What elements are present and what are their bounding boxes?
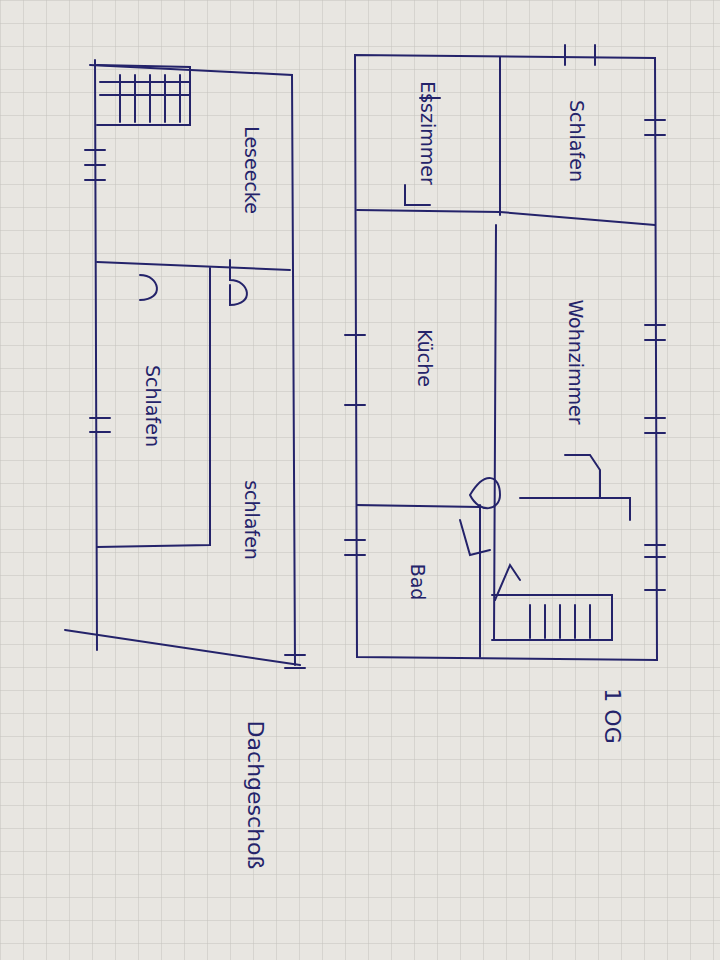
stairs: [492, 595, 612, 640]
stairs: [97, 65, 190, 125]
room-name: Schlafen: [143, 365, 164, 447]
window-mark: [345, 335, 365, 555]
wall: [97, 268, 210, 547]
floor-label: Dachgeschoß: [243, 721, 267, 870]
door-arc: [140, 275, 157, 300]
room: Schlafen: [502, 60, 652, 222]
window-mark: [285, 655, 305, 668]
walls: [65, 45, 665, 668]
wall: [357, 505, 480, 507]
outer-wall: [355, 55, 657, 660]
window-mark: [565, 45, 595, 65]
wall: [494, 225, 496, 640]
wall: [479, 505, 481, 657]
room: Wohnzimmer: [498, 228, 653, 496]
room: Esszimmer: [358, 58, 498, 208]
wall: [520, 498, 630, 520]
room: schlafen: [212, 380, 292, 660]
room: Küche: [358, 214, 492, 502]
door-arc: [460, 520, 490, 555]
outer-wall: [95, 60, 97, 650]
wall: [97, 262, 290, 270]
door-arc: [405, 185, 430, 205]
window-mark: [85, 150, 110, 432]
room-name: schlafen: [242, 480, 263, 560]
roof-slope: [65, 630, 300, 665]
room-name: Wohnzimmer: [565, 299, 586, 424]
wall: [357, 210, 655, 225]
room-name: Leseecke: [242, 126, 263, 214]
wall: [565, 455, 600, 498]
room-name: Küche: [415, 329, 436, 387]
room: Schlafen: [99, 270, 207, 542]
door-arc: [495, 565, 520, 600]
floor-label: 1 OG: [600, 688, 624, 743]
stairs: [530, 605, 590, 638]
room-name: Esszimmer: [418, 81, 439, 185]
wall: [499, 57, 501, 215]
outer-wall: [90, 65, 295, 665]
door-arc: [470, 478, 500, 508]
window-mark: [645, 120, 665, 590]
room: Leseecke: [212, 76, 292, 264]
room-name: Schlafen: [567, 100, 588, 182]
stairs: [100, 75, 190, 122]
room: Bad: [358, 509, 478, 655]
room-name: Bad: [408, 564, 429, 601]
door-arc: [230, 260, 247, 305]
